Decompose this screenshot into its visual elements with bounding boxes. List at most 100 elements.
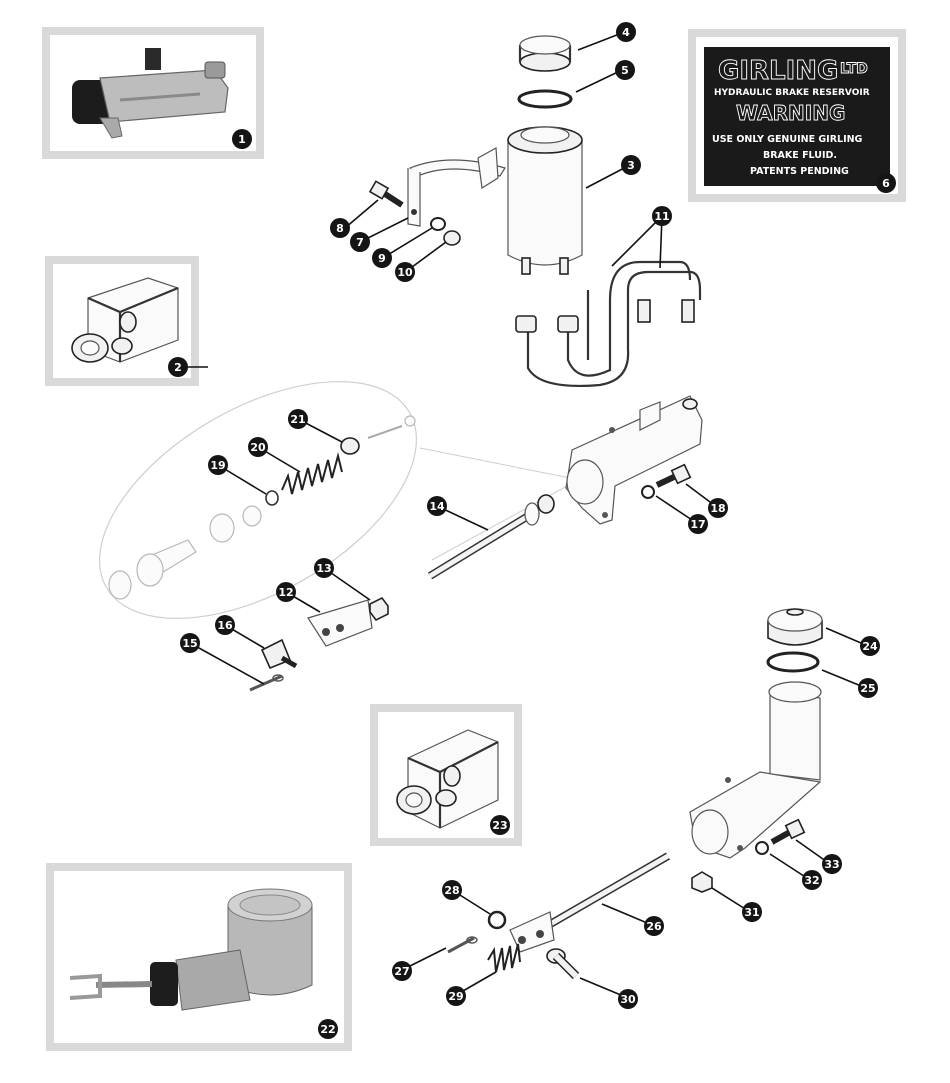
callout-28[interactable]: 28 bbox=[442, 880, 462, 900]
callout-31-label: 31 bbox=[744, 906, 759, 919]
callout-11-label: 11 bbox=[654, 210, 669, 223]
brake-pipes[interactable] bbox=[515, 260, 702, 388]
label-warning: WARNING bbox=[736, 101, 845, 125]
label-suffix: LTD bbox=[840, 61, 868, 77]
label-line2: BRAKE FLUID. bbox=[763, 150, 837, 161]
callout-13[interactable]: 13 bbox=[314, 558, 334, 578]
spring-part[interactable] bbox=[281, 452, 343, 495]
callout-27-label: 27 bbox=[394, 965, 409, 978]
callout-5-label: 5 bbox=[621, 64, 629, 77]
repair-kit-box-2 bbox=[71, 277, 179, 363]
callout-3[interactable]: 3 bbox=[621, 155, 641, 175]
seal-25[interactable] bbox=[766, 651, 820, 673]
inset-repair-kit-2[interactable] bbox=[45, 256, 199, 386]
reservoir-seal[interactable] bbox=[517, 89, 573, 109]
callout-4[interactable]: 4 bbox=[616, 22, 636, 42]
callout-20[interactable]: 20 bbox=[248, 437, 268, 457]
callout-30[interactable]: 30 bbox=[618, 989, 638, 1009]
callout-29[interactable]: 29 bbox=[446, 986, 466, 1006]
spring-29[interactable] bbox=[487, 943, 521, 973]
callout-8[interactable]: 8 bbox=[330, 218, 350, 238]
label-subtitle: HYDRAULIC BRAKE RESERVOIR bbox=[714, 88, 870, 98]
label-line3: PATENTS PENDING bbox=[750, 166, 849, 177]
circlip-part[interactable] bbox=[265, 490, 279, 506]
callout-10-label: 10 bbox=[397, 266, 413, 279]
bolt-33[interactable] bbox=[770, 818, 806, 845]
callout-1[interactable]: 1 bbox=[232, 129, 252, 149]
callout-17-label: 17 bbox=[690, 518, 705, 531]
inset-clutch-cylinder-photo[interactable] bbox=[46, 863, 352, 1051]
callout-11[interactable]: 11 bbox=[652, 206, 672, 226]
push-rod-26[interactable] bbox=[509, 852, 671, 953]
clevis-12[interactable] bbox=[307, 599, 373, 647]
callout-27[interactable]: 27 bbox=[392, 961, 412, 981]
inset-master-cylinder-photo[interactable] bbox=[42, 27, 264, 159]
reservoir-cap-24[interactable] bbox=[767, 608, 823, 646]
callout-3-label: 3 bbox=[627, 159, 635, 172]
callout-2[interactable]: 2 bbox=[168, 357, 188, 377]
clevis-pin-16[interactable] bbox=[260, 638, 298, 670]
strap-washer[interactable] bbox=[430, 217, 446, 231]
strap-bolt[interactable] bbox=[368, 180, 404, 208]
callout-6-label: 6 bbox=[882, 177, 890, 190]
split-pin-15[interactable] bbox=[249, 674, 284, 692]
warning-label-inset[interactable]: GIRLING LTD HYDRAULIC BRAKE RESERVOIR WA… bbox=[688, 29, 906, 202]
callout-16-label: 16 bbox=[217, 619, 233, 632]
callout-18[interactable]: 18 bbox=[708, 498, 728, 518]
callout-12[interactable]: 12 bbox=[276, 582, 296, 602]
washer-32[interactable] bbox=[755, 841, 769, 855]
callout-13-label: 13 bbox=[316, 562, 331, 575]
callout-15[interactable]: 15 bbox=[180, 633, 200, 653]
callout-12-label: 12 bbox=[278, 586, 293, 599]
callout-26-label: 26 bbox=[646, 920, 662, 933]
master-cylinder-body-2[interactable] bbox=[689, 681, 822, 859]
strap-nut[interactable] bbox=[443, 230, 461, 246]
pin-30[interactable] bbox=[546, 948, 580, 980]
master-cylinder-body[interactable] bbox=[565, 395, 703, 525]
callout-15-label: 15 bbox=[182, 637, 197, 650]
callout-31[interactable]: 31 bbox=[742, 902, 762, 922]
piston-seal-ghost[interactable] bbox=[108, 570, 132, 600]
internals-group bbox=[99, 381, 579, 619]
callout-16[interactable]: 16 bbox=[215, 615, 235, 635]
callout-17[interactable]: 17 bbox=[688, 514, 708, 534]
callout-10[interactable]: 10 bbox=[395, 262, 415, 282]
washer-17[interactable] bbox=[641, 485, 655, 499]
mounting-bolt-18[interactable] bbox=[655, 463, 692, 488]
callout-7-label: 7 bbox=[356, 236, 364, 249]
callout-23[interactable]: 23 bbox=[490, 815, 510, 835]
callout-6[interactable]: 6 bbox=[876, 173, 896, 193]
reservoir-cap[interactable] bbox=[518, 35, 572, 72]
callout-28-label: 28 bbox=[444, 884, 459, 897]
callout-30-label: 30 bbox=[620, 993, 636, 1006]
callout-5[interactable]: 5 bbox=[615, 60, 635, 80]
callout-32[interactable]: 32 bbox=[802, 870, 822, 890]
split-pin-27[interactable] bbox=[447, 936, 478, 954]
reservoir-body[interactable] bbox=[507, 126, 583, 275]
callout-24[interactable]: 24 bbox=[860, 636, 880, 656]
callout-22-label: 22 bbox=[320, 1023, 335, 1036]
callout-22[interactable]: 22 bbox=[318, 1019, 338, 1039]
nut-31[interactable] bbox=[691, 871, 713, 893]
callout-8-label: 8 bbox=[336, 222, 344, 235]
nut-13[interactable] bbox=[369, 596, 389, 622]
callout-25[interactable]: 25 bbox=[858, 678, 878, 698]
label-brand: GIRLING bbox=[718, 56, 838, 86]
spring-seat-ghost[interactable] bbox=[209, 505, 262, 543]
callout-9-label: 9 bbox=[378, 252, 386, 265]
callout-19[interactable]: 19 bbox=[208, 455, 228, 475]
callout-26[interactable]: 26 bbox=[644, 916, 664, 936]
push-rod-14[interactable] bbox=[427, 494, 555, 580]
callout-21[interactable]: 21 bbox=[288, 409, 308, 429]
reservoir-strap[interactable] bbox=[407, 147, 506, 227]
washer-28[interactable] bbox=[487, 910, 507, 930]
piston-ghost[interactable] bbox=[136, 539, 197, 587]
callout-14[interactable]: 14 bbox=[427, 496, 447, 516]
callout-14-label: 14 bbox=[429, 500, 445, 513]
callout-7[interactable]: 7 bbox=[350, 232, 370, 252]
valve-parts-ghost[interactable] bbox=[367, 415, 416, 439]
callout-33[interactable]: 33 bbox=[822, 854, 842, 874]
spring-retainer[interactable] bbox=[340, 437, 360, 455]
callout-9[interactable]: 9 bbox=[372, 248, 392, 268]
repair-kit-box-23 bbox=[396, 729, 499, 829]
